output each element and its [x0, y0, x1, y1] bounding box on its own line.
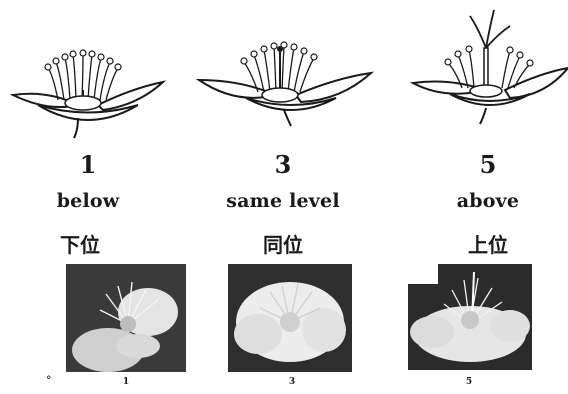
column-number-3: 3 [203, 150, 363, 179]
label-cn-above: 上位 [408, 229, 568, 258]
label-cn-same-level: 同位 [203, 229, 363, 258]
flower-photo-above [408, 264, 532, 370]
flower-photo-same-level [228, 264, 352, 372]
photo-stigma-below [66, 264, 186, 372]
flower-sketch-same-level [196, 40, 376, 130]
photo-stigma-same-level [228, 264, 352, 372]
label-same-level: same level [203, 190, 363, 212]
footnote-mark: ° [46, 374, 52, 387]
label-above: above [408, 190, 568, 212]
flower-photo-below [66, 264, 186, 372]
photo-caption-5: 5 [459, 377, 479, 387]
photo-caption-1: 1 [116, 377, 136, 387]
label-below: below [8, 190, 168, 212]
photo-caption-3: 3 [282, 377, 302, 387]
drawing-stigma-above [410, 8, 568, 128]
drawing-stigma-below [8, 50, 168, 140]
flower-sketch-below [8, 50, 168, 140]
label-cn-below: 下位 [0, 229, 160, 258]
photo-stigma-above [408, 264, 532, 370]
column-number-5: 5 [408, 150, 568, 179]
flower-sketch-above [410, 8, 568, 128]
column-number-1: 1 [8, 150, 168, 179]
drawing-stigma-same-level [196, 40, 376, 130]
